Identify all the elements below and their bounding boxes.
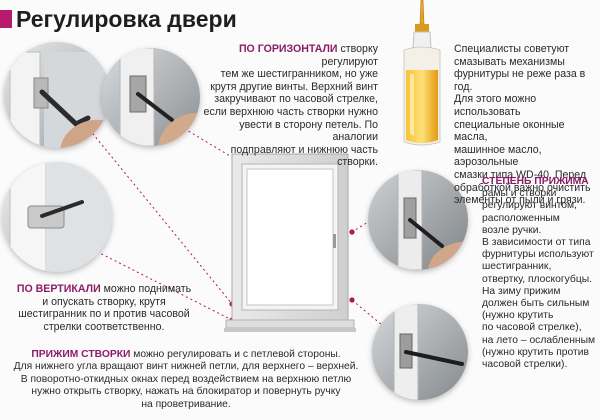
clamp-degree-line: На зиму прижим (482, 285, 561, 297)
horizontal-line: если верхнюю часть створки нужно (203, 105, 378, 118)
horizontal-line: подправляют и нижнюю часть (230, 143, 378, 156)
vertical-line: можно поднимать (103, 283, 192, 295)
lubrication-line: элементы от пыли и грязи. (454, 194, 586, 207)
clamp-degree-line: фурнитуры используют (482, 249, 594, 261)
sash-clamp-line: В поворотно-откидных окнах перед воздейс… (20, 373, 352, 385)
photo-hex-key-top (4, 42, 110, 148)
vertical-line: шестигранник по и против часовой (18, 308, 190, 321)
clamp-degree-line: на лето – ослабленным (482, 334, 596, 346)
title-accent-bar (0, 10, 12, 28)
clamp-degree-line: В зависимости от типа (482, 237, 591, 249)
sash-clamp-line: можно регулировать и с петлевой стороны. (133, 349, 341, 360)
vertical-line: стрелки соответственно. (43, 320, 165, 333)
oil-bottle-icon (403, 0, 441, 146)
horizontal-heading: ПО ГОРИЗОНТАЛИ (238, 43, 338, 55)
window-handle (333, 234, 336, 248)
clamp-degree-line: рамы и створки (482, 188, 557, 200)
photo-hinge-top (102, 48, 200, 146)
clamp-degree-line: расположенным (482, 212, 560, 224)
window-diagram (224, 153, 356, 332)
window-sill-edge (224, 328, 356, 332)
clamp-degree-line: должен быть сильным (482, 298, 590, 310)
title-bar: Регулировка двери (0, 0, 600, 36)
window-glass (246, 168, 334, 306)
lubrication-line: обработкой важно очистить (454, 181, 591, 194)
sash-clamp-text: ПРИЖИМ СТВОРКИ можно регулировать и с пе… (0, 349, 372, 411)
horizontal-line: крутя другие винты. Верхний винт (210, 80, 378, 93)
sash-clamp-heading: ПРИЖИМ СТВОРКИ (31, 349, 131, 360)
photo-handle-screw (368, 170, 468, 270)
horizontal-line: створки. (337, 156, 378, 169)
clamp-degree-line: шестигранник, (482, 261, 552, 273)
clamp-degree-line: (нужно крутить (482, 310, 554, 322)
vertical-heading: ПО ВЕРТИКАЛИ (16, 283, 101, 295)
lubrication-line: смазки типа WD-40. Перед (454, 168, 587, 181)
clamp-degree-line: (нужно крутить против (482, 346, 589, 358)
lubrication-line: машинное масло, аэрозольные (454, 143, 542, 169)
clamp-degree-line: по часовой стрелке), (482, 322, 582, 334)
leader-line-2 (179, 125, 241, 163)
horizontal-line: створку регулируют (321, 43, 378, 68)
horizontal-line: увести в сторону петель. По аналогии (239, 118, 378, 144)
lubrication-line: Для этого можно использовать (454, 93, 537, 118)
lubrication-line: Специалисты советуют (454, 43, 570, 55)
leader-line-1 (79, 117, 233, 305)
page-title: Регулировка двери (16, 6, 237, 32)
lubrication-line: фурнитуры не реже раза в год. (454, 68, 586, 93)
clamp-degree-line: часовой стрелки). (482, 359, 568, 371)
clamp-degree-heading: СТЕПЕНЬ ПРИЖИМА (482, 176, 589, 187)
horizontal-line: закручивают по часовой стрелке, (214, 93, 378, 106)
sash-clamp-line: нужно открыть створку, нажать на блокира… (31, 386, 341, 398)
horizontal-line: тем же шестигранником, но уже (220, 68, 378, 81)
window-sill (225, 319, 355, 329)
clamp-degree-line: возле ручки. (482, 224, 542, 236)
lubrication-line: смазывать механизмы (454, 55, 565, 68)
marker-4 (349, 229, 355, 235)
marker-5 (349, 297, 355, 303)
sash-clamp-line: Для нижнего угла вращают винт нижней пет… (13, 361, 359, 373)
sash-clamp-line: на проветривание. (141, 398, 231, 410)
clamp-degree-line: отвертку, плоскогубцы. (482, 273, 592, 285)
vertical-line: и опускать створку, крутя (42, 295, 166, 308)
photo-screwdriver-bottom (372, 304, 468, 400)
photo-hinge-bottom (2, 162, 112, 272)
clamp-degree-line: регулируют винтом, (482, 200, 577, 212)
lubrication-line: специальные оконные масла, (454, 118, 565, 144)
